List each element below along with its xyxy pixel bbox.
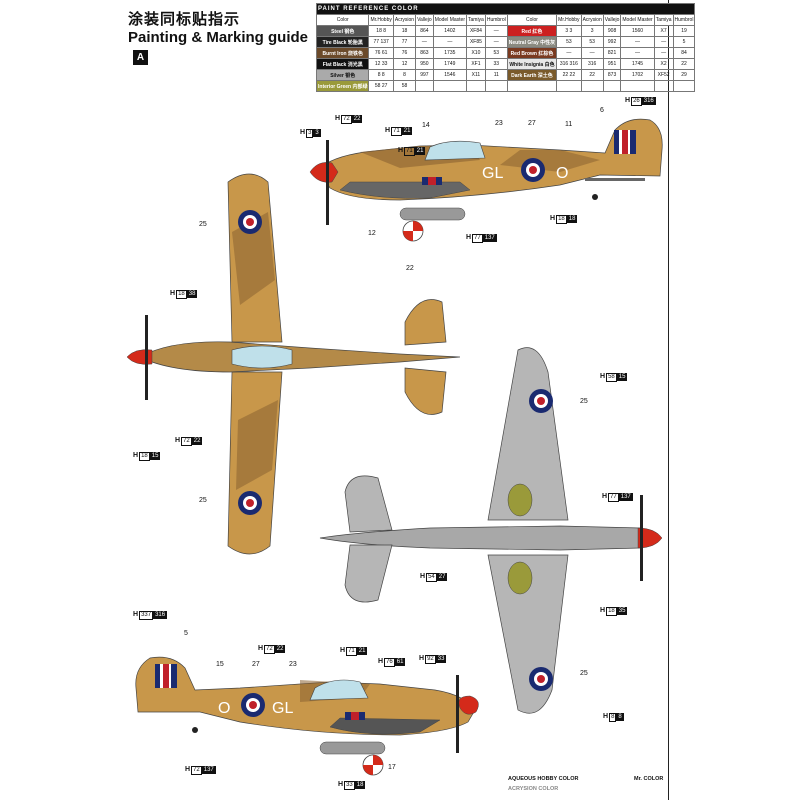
title-english: Painting & Marking guide (128, 29, 309, 46)
part-number: 22 (406, 265, 414, 272)
code-letter-o-2: O (218, 700, 230, 717)
part-number: 23 (289, 661, 297, 668)
part-number: 17 (388, 764, 396, 771)
code-letters-gl-2: GL (272, 700, 293, 717)
part-number: 25 (580, 398, 588, 405)
paint-code: 58 (392, 80, 417, 92)
footer-acrysion: ACRYSION COLOR (508, 786, 559, 792)
profile-bottom: O GL (135, 656, 479, 776)
part-number: 14 (422, 122, 430, 129)
color-swatch: Interior Green 内部绿 (315, 80, 370, 92)
part-number: 15 (216, 661, 224, 668)
part-number: 25 (199, 497, 207, 504)
code-letter-o: O (556, 165, 568, 182)
part-number: 27 (528, 120, 536, 127)
part-number: 25 (199, 221, 207, 228)
code-letters-gl: GL (482, 165, 503, 182)
part-number: 12 (368, 230, 376, 237)
paint-code: 58 27 (368, 80, 394, 92)
part-number: 27 (252, 661, 260, 668)
title-chinese: 涂装同标贴指示 (128, 10, 241, 28)
panel-letter: A (133, 50, 148, 65)
paint-code (432, 80, 468, 92)
footer-mr-color: Mr. COLOR (634, 776, 664, 782)
part-number: 23 (495, 120, 503, 127)
plan-view-underside (319, 347, 663, 714)
part-number: 11 (565, 121, 573, 128)
part-number: 25 (580, 670, 588, 677)
plan-view-upper (126, 173, 461, 555)
part-number: 6 (600, 107, 604, 114)
page-divider (668, 0, 669, 800)
footer-aqueous: AQUEOUS HOBBY COLOR (508, 776, 579, 782)
paint-code: 22 22 (556, 69, 582, 81)
part-number: 5 (184, 630, 188, 637)
profile-top: GL O (309, 118, 663, 242)
